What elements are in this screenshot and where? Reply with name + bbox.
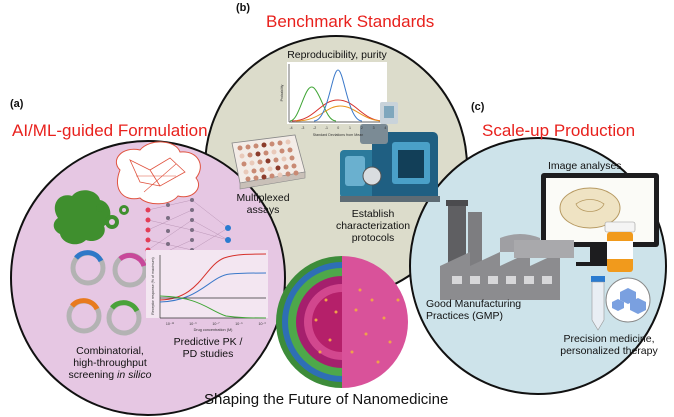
curve-red xyxy=(291,99,385,122)
assays-label: Multiplexed assays xyxy=(228,192,298,216)
protocols-line-3: protocols xyxy=(351,232,395,244)
curve-green-a xyxy=(159,295,267,319)
factory-icon xyxy=(440,200,574,300)
nanoparticle xyxy=(276,256,408,388)
protocols-line-1: Establish xyxy=(351,208,395,220)
curve-red-a xyxy=(159,253,267,301)
instrument-illustration xyxy=(340,102,440,202)
plot-b-xtick: -2 xyxy=(313,126,316,130)
in-silico-text: in silico xyxy=(117,369,152,381)
protocols-line-2: characterization xyxy=(335,220,411,232)
plot-b-ylabel: Probability xyxy=(280,84,284,101)
gmp-line-1: Good Manufacturing xyxy=(426,298,522,310)
gmp-label: Good Manufacturing Practices (GMP) xyxy=(426,298,546,322)
precision-line-1: Precision medicine, xyxy=(563,333,655,345)
plot-b-xtick: 4 xyxy=(384,126,386,130)
curve-orange xyxy=(295,105,385,122)
plot-a-ylabel: Receptor response (% of maximum) xyxy=(151,257,155,315)
plot-a-xlabel: Drug concentration (M) xyxy=(194,328,234,332)
plot-b-xtick: 3 xyxy=(373,126,375,130)
pkpd-plot xyxy=(146,250,268,319)
vial-and-cells-icon xyxy=(591,276,651,331)
distribution-plot xyxy=(287,62,387,124)
neural-brain-icon xyxy=(115,141,201,205)
plot-b-xtick: 0 xyxy=(337,126,339,130)
plot-b-xtick: 1 xyxy=(349,126,351,130)
plot-b-xtick: -1 xyxy=(325,126,328,130)
protocols-label: Establish characterization protocols xyxy=(317,208,429,244)
pkpd-line-2: PD studies xyxy=(182,348,234,360)
panel-b-heading: Benchmark Standards xyxy=(266,12,435,31)
panel-c-letter: (c) xyxy=(471,101,485,113)
panel-a-letter: (a) xyxy=(10,98,24,110)
plot-a-xtick: 10⁻⁹ xyxy=(189,322,197,326)
plot-b-xtick: 2 xyxy=(361,126,363,130)
screening-label: Combinatorial, high-throughput screening… xyxy=(54,345,166,381)
brain-gears-icon xyxy=(53,190,129,245)
monitor-icon xyxy=(541,173,659,266)
plot-a-xtick: 10⁻⁵ xyxy=(235,322,243,326)
plot-b-xtick: -3 xyxy=(301,126,304,130)
curve-blue-a xyxy=(159,272,267,303)
diagram-title: Shaping the Future of Nanomedicine xyxy=(204,391,449,408)
screening-line-2: high-throughput xyxy=(73,357,147,369)
curve-blue xyxy=(313,69,363,122)
panel-a-heading: AI/ML-guided Formulation xyxy=(12,121,208,140)
plasmid-icons xyxy=(66,250,148,336)
assays-line-1: Multiplexed xyxy=(236,192,290,204)
precision-line-2: personalized therapy xyxy=(560,345,658,357)
repro-label: Reproducibility, purity xyxy=(287,49,387,61)
plot-a-xtick: 10⁻³ xyxy=(258,322,266,326)
gmp-line-2: Practices (GMP) xyxy=(426,310,504,322)
assays-line-2: assays xyxy=(246,204,280,216)
curve-green xyxy=(289,86,337,122)
assay-plate xyxy=(231,134,306,190)
screening-line-3: screening in silico xyxy=(54,369,166,381)
panel-b-letter: (b) xyxy=(236,2,251,14)
panel-c-heading: Scale-up Production xyxy=(482,121,636,140)
plot-b-xlabel: Standard Deviations from Mean xyxy=(313,133,364,137)
pkpd-line-1: Predictive PK / xyxy=(173,336,243,348)
screening-line-3-main: screening xyxy=(68,369,117,381)
pkpd-label: Predictive PK / PD studies xyxy=(160,336,256,360)
image-analyses-label: Image analyses xyxy=(548,160,622,172)
precision-label: Precision medicine, personalized therapy xyxy=(554,333,664,357)
pill-bottle-icon xyxy=(604,221,636,272)
plot-b-xtick: -4 xyxy=(289,126,292,130)
plot-a-xtick: 10⁻¹¹ xyxy=(166,322,175,326)
plot-a-xtick: 10⁻⁷ xyxy=(212,322,220,326)
screening-line-1: Combinatorial, xyxy=(76,345,144,357)
